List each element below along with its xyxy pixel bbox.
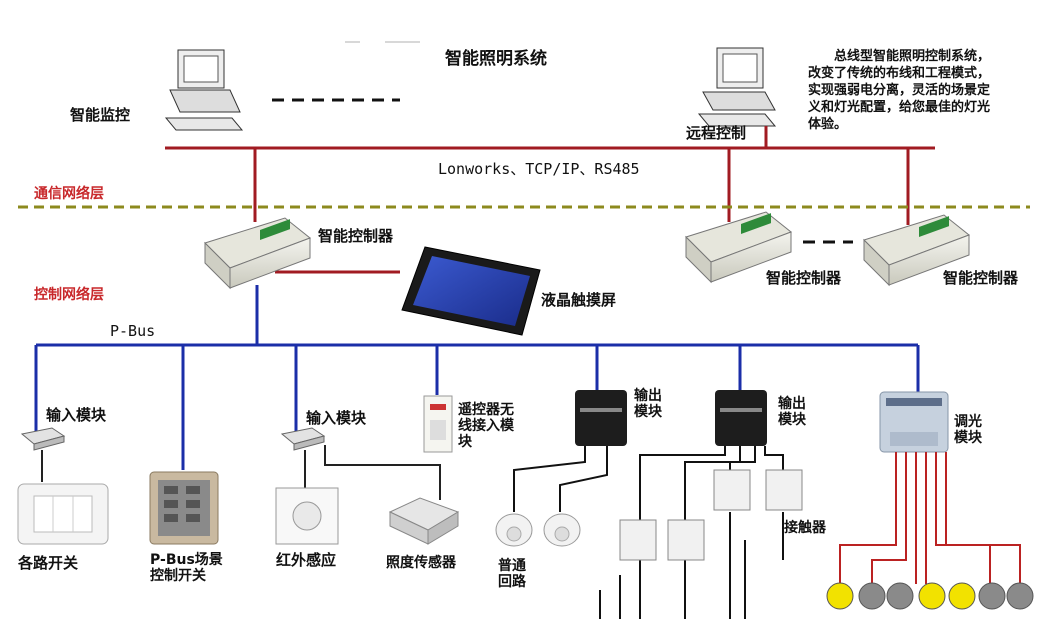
label-infrared: 红外感应 (276, 551, 337, 569)
controller-right-1 (685, 211, 792, 284)
controller-right-2 (863, 214, 970, 287)
ethernet-bus (165, 126, 935, 274)
output-module-1 (575, 390, 627, 446)
description-text: 总线型智能照明控制系统，改变了传统的布线和工程模式，实现强弱电分离，灵活的场景定… (808, 49, 991, 132)
computer-icon (164, 49, 244, 131)
label-illuminance: 照度传感器 (386, 555, 456, 571)
layer-control: 控制网络层 (34, 287, 104, 303)
lamp-4-on (918, 582, 946, 610)
label-output-1: 输出模块 (634, 388, 662, 420)
controller-main (204, 217, 311, 290)
lamp-row (826, 582, 1034, 610)
dimmer-module-icon (879, 391, 949, 453)
illuminance-sensor-icon (388, 497, 460, 545)
lamp-5-on (948, 582, 976, 610)
lamp-7-off (1006, 582, 1034, 610)
label-input-1: 输入模块 (46, 406, 107, 424)
label-remote: 远程控制 (686, 124, 747, 142)
label-touchscreen: 液晶触摸屏 (541, 291, 617, 309)
label-output-2: 输出模块 (778, 396, 806, 428)
remote-receiver-icon (423, 395, 453, 453)
p-bus-lines (34, 285, 920, 470)
infrared-sensor-icon (275, 487, 339, 545)
input-module-2 (280, 427, 326, 451)
protocol-label: Lonworks、TCP/IP、RS485 (438, 160, 640, 178)
lamp-3-off (886, 582, 914, 610)
label-remote-input: 遥控器无线接入模块 (458, 402, 514, 450)
pbus-label: P-Bus (110, 322, 156, 340)
label-controller-2: 智能控制器 (766, 269, 842, 287)
wall-switch-icon (17, 483, 109, 545)
remote-computer-icon (697, 47, 777, 127)
input-links-2 (304, 445, 441, 500)
layer-communication: 通信网络层 (34, 186, 104, 202)
lamp-6-off (978, 582, 1006, 610)
label-controller-3: 智能控制器 (943, 269, 1019, 287)
label-scene-switch: P-Bus场景控制开关 (150, 552, 223, 584)
downlight-icons (495, 513, 581, 547)
label-switches: 各路开关 (18, 554, 79, 572)
contactor-icons (619, 469, 803, 561)
label-monitor: 智能监控 (70, 106, 131, 124)
dimmer-wiring (839, 452, 1021, 584)
label-dimmer: 调光模块 (954, 414, 982, 446)
touchscreen-icon (401, 246, 541, 336)
label-controller-main: 智能控制器 (318, 227, 394, 245)
label-contactor: 接触器 (784, 520, 826, 536)
label-input-2: 输入模块 (306, 409, 367, 427)
label-normal-circuit: 普通回路 (498, 558, 526, 590)
diagram-title: 智能照明系统 (445, 49, 547, 69)
lamp-2-off (858, 582, 886, 610)
output-wiring (513, 446, 784, 619)
lamp-1-on (826, 582, 854, 610)
input-module-1 (20, 427, 66, 451)
output-module-2 (715, 390, 767, 446)
scene-switch-icon (149, 471, 219, 545)
